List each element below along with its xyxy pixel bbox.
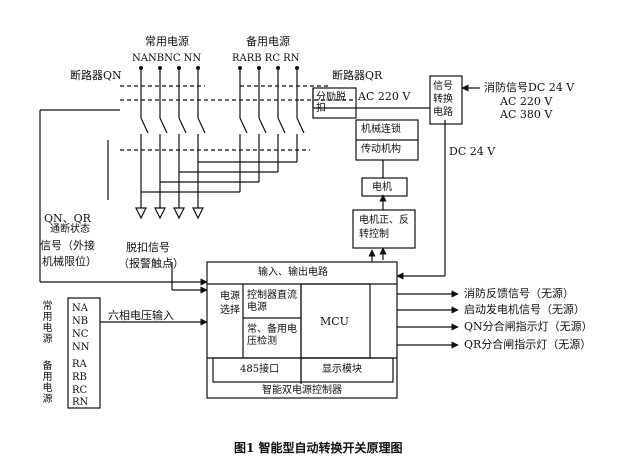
out-qn-label: QN分合闸指示灯（无源） (464, 320, 593, 333)
shunt-release-box (312, 87, 357, 119)
out-gen-label: 启动发电机信号（无源） (464, 303, 585, 316)
left-phase-nb: NB (72, 316, 89, 327)
out-fire-label: 消防反馈信号（无源） (464, 287, 574, 300)
power-select-text: 电源选择 (220, 291, 240, 316)
left-normal-vertical: 常用电源 (40, 300, 51, 344)
dc-supply-text: 控制器直流电源 (247, 290, 297, 313)
fire-ac220-label: AC 220 V (500, 95, 553, 108)
left-phase-nc: NC (72, 329, 89, 340)
qnqr-state-2: 通断状态 (50, 224, 90, 235)
left-phase-nn: NN (72, 342, 90, 353)
mcu-text: MCU (320, 315, 349, 328)
backup-source-label: 备用电源 (246, 35, 290, 48)
mech-interlock-text: 机械连锁 (361, 124, 401, 135)
signal-converter-text: 信号转换电路 (433, 81, 453, 118)
controller-outer-box (206, 261, 398, 399)
transmission-text: 传动机构 (361, 144, 401, 155)
trip-signal-2: （报警触点） (118, 257, 184, 270)
qnqr-state-3: 信号（外接 (40, 239, 95, 252)
voltage-detect-text: 常、备用电压检测 (247, 324, 297, 347)
backup-phase-lines (239, 68, 305, 192)
io-circuit-text: 输入、输出电路 (258, 267, 328, 278)
qnqr-state-1: QN、QR (44, 212, 91, 225)
qnqr-state-4: 机械限位） (42, 255, 97, 268)
figure-caption: 图1 智能型自动转换开关原理图 (234, 441, 403, 455)
out-qr-label: QR分合闸指示灯（无源） (464, 338, 592, 351)
ac220-top-label: AC 220 V (358, 90, 411, 103)
left-phase-rc: RC (72, 385, 88, 396)
left-phase-ra: RA (72, 359, 87, 370)
left-phase-rn: RN (72, 397, 89, 408)
left-phase-na: NA (72, 303, 88, 314)
display-text: 显示模块 (322, 364, 362, 375)
motor-box (361, 177, 408, 197)
left-phase-panel (67, 297, 101, 409)
fire-ac380-label: AC 380 V (500, 108, 553, 121)
motor-ctrl-box (352, 209, 416, 249)
left-phase-rb: RB (72, 372, 87, 383)
left-backup-vertical: 备用电源 (40, 360, 51, 404)
shunt-release-text: 分励脱扣 (316, 92, 346, 114)
dc24-label: DC 24 V (449, 145, 496, 158)
fire-dc24-label: 消防信号DC 24 V (484, 81, 575, 94)
signal-converter-box (429, 75, 463, 125)
normal-phase-lines (140, 68, 206, 208)
breaker-qn-label: 断路器QN (70, 69, 122, 82)
motor-ctrl-text: 电机正、反转控制 (359, 215, 409, 240)
rs485-text: 485接口 (240, 364, 280, 375)
breaker-qr-label: 断路器QR (332, 69, 383, 82)
normal-phases-label: NANBNC NN (132, 53, 202, 64)
six-phase-label: 六相电压输入 (108, 309, 174, 322)
motor-text: 电机 (372, 182, 392, 193)
backup-phases-label: RARB RC RN (232, 53, 300, 64)
trip-signal-1: 脱扣信号 (126, 241, 170, 254)
normal-source-label: 常用电源 (145, 35, 189, 48)
controller-text: 智能双电源控制器 (262, 385, 342, 396)
